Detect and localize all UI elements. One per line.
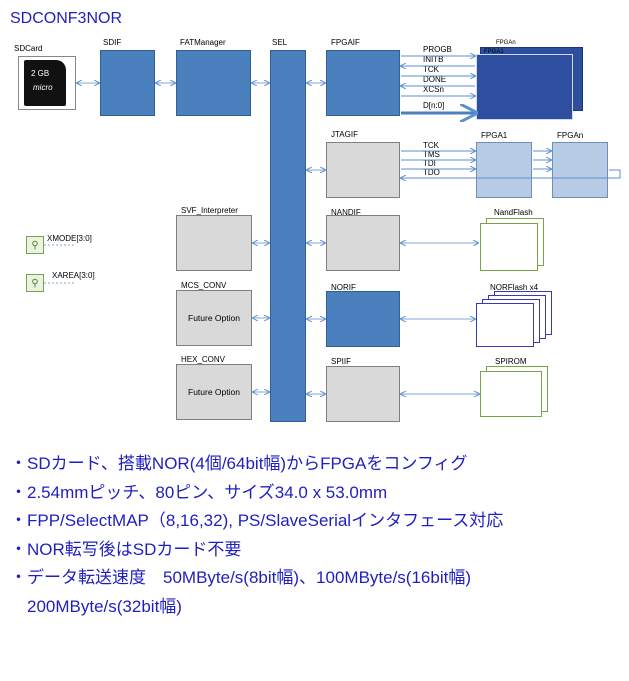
sdif-block — [100, 50, 155, 116]
feature-item: ・2.54mmピッチ、80ピン、サイズ34.0 x 53.0mm — [10, 482, 388, 502]
norif-block — [326, 291, 400, 347]
fpga1-block — [476, 142, 532, 198]
fpgaif-signal-data: D[n:0] — [423, 101, 445, 110]
fpgan-block — [552, 142, 608, 198]
sdcard-label: SDCard — [14, 44, 43, 53]
sdcard-brand: micro — [33, 83, 53, 92]
spirom-stack — [476, 366, 552, 422]
norflash-stack — [476, 291, 556, 351]
fpgaif-signal-done: DONE — [423, 75, 447, 84]
jtag-signal-tdo: TDO — [423, 168, 440, 177]
sdcard-image: 2 GB micro — [18, 56, 76, 110]
feature-item: 200MByte/s(32bit幅) — [10, 596, 182, 616]
fatmanager-block — [176, 50, 251, 116]
jtagif-label: JTAGIF — [331, 130, 358, 139]
nandif-label: NANDIF — [331, 208, 361, 217]
sdif-label: SDIF — [103, 38, 122, 47]
mcs-block: Future Option — [176, 290, 252, 346]
norflash-label: NORFlash x4 — [490, 283, 539, 292]
hex-label: HEX_CONV — [181, 355, 226, 364]
fpgan-small-label: FPGAn — [496, 40, 516, 46]
jtagif-block — [326, 142, 400, 198]
hex-future-option: Future Option — [188, 387, 240, 397]
fpgaif-signal-initb: INITB — [423, 55, 444, 64]
jtag-signal-tck: TCK — [423, 141, 439, 150]
xmode-label: XMODE[3:0] — [47, 234, 92, 243]
fpga-stack: FPGAn FPGA1 — [476, 40, 586, 124]
fpga1-small-label: FPGA1 — [484, 49, 504, 55]
spirom-label: SPIROM — [495, 357, 527, 366]
fpgaif-block — [326, 50, 400, 116]
page-title: SDCONF3NOR — [10, 10, 123, 27]
mcs-label: MCS_CONV — [181, 281, 227, 290]
fpgaif-signal-xcsn: XCSn — [423, 85, 444, 94]
nandflash-label: NandFlash — [494, 208, 533, 217]
norif-label: NORIF — [331, 283, 356, 292]
fpgaif-signal-progb: PROGB — [423, 45, 452, 54]
fpga1-label: FPGA1 — [481, 131, 508, 140]
hex-block: Future Option — [176, 364, 252, 420]
feature-item: ・SDカード、搭載NOR(4個/64bit幅)からFPGAをコンフィグ — [10, 454, 468, 473]
xarea-icon: ⚲ — [26, 274, 44, 292]
nandflash-stack — [476, 218, 546, 274]
feature-list: ・SDカード、搭載NOR(4個/64bit幅)からFPGAをコンフィグ ・2.5… — [10, 450, 503, 621]
connection-wires — [44, 0, 621, 440]
mcs-future-option: Future Option — [188, 313, 240, 323]
svf-label: SVF_Interpreter — [181, 206, 238, 215]
jtag-signal-tms: TMS — [423, 150, 440, 159]
spiif-label: SPIIF — [331, 357, 352, 366]
fpgaif-label: FPGAIF — [331, 38, 360, 47]
fpgaif-signal-tck: TCK — [423, 65, 439, 74]
fpgan-label: FPGAn — [557, 131, 584, 140]
feature-item: ・FPP/SelectMAP（8,16,32), PS/SlaveSerialイ… — [10, 511, 504, 530]
nandif-block — [326, 215, 400, 271]
sel-label: SEL — [272, 38, 288, 47]
feature-item: ・NOR転写後はSDカード不要 — [10, 539, 242, 559]
spiif-block — [326, 366, 400, 422]
sel-block — [270, 50, 306, 422]
svf-block — [176, 215, 252, 271]
fatmanager-label: FATManager — [180, 38, 226, 47]
xmode-icon: ⚲ — [26, 236, 44, 254]
jtag-signal-tdi: TDI — [423, 159, 436, 168]
xarea-label: XAREA[3:0] — [52, 271, 95, 280]
sdcard-size: 2 GB — [31, 69, 50, 78]
feature-item: ・データ転送速度 50MByte/s(8bit幅)、100MByte/s(16b… — [10, 568, 471, 587]
